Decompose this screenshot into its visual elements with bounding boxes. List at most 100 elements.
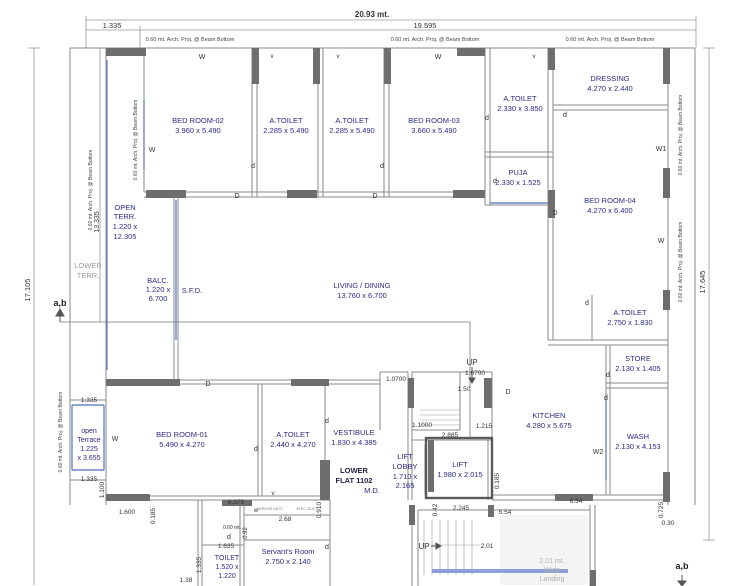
beam-note-8: 0.60 mt. Arch. Proj. @ Beam Bottom [58, 392, 64, 473]
dim-1-335c: 1.335 [196, 556, 203, 573]
tag-dsm-4: d [563, 112, 567, 119]
puja-size: 2.330 x 1.525 [495, 178, 540, 187]
tag-v-1: v [271, 54, 274, 60]
lower-terr-name1: LOWER [74, 261, 102, 270]
tag-v-2: v [337, 54, 340, 60]
landing-area [500, 515, 588, 585]
bedroom01-size: 5.490 x 4.270 [159, 440, 204, 449]
elec-duct-label: ELEC. DUCT [297, 507, 319, 511]
dim-6-375: 6.375 [228, 499, 245, 506]
stair-treads [420, 409, 504, 575]
tag-w2: W2 [593, 449, 604, 456]
dim-0-30: 0.30 [662, 520, 675, 527]
tag-dsm-8: d [604, 395, 608, 402]
dim-6-34: 6.34 [570, 498, 583, 505]
lift-lobby-size1: 1.710 x [393, 472, 418, 481]
tag-w-1: W [199, 54, 206, 61]
vestibule-size: 1.830 x 4.385 [331, 438, 376, 447]
dim-5-54: 5.54 [499, 509, 512, 516]
room-labels: BED ROOM-02 3.960 x 5.490 A.TOILET 2.285… [74, 74, 660, 583]
section-mark-ab-2: a,b [675, 561, 689, 571]
tag-dsm-5: d [493, 178, 497, 185]
dim-1-1000: 1.1000 [412, 422, 432, 429]
toilet-size: 1.520 x [216, 564, 239, 571]
open-terrace-size1: 1.225 [80, 446, 98, 453]
store-size: 2.130 x 1.405 [615, 364, 660, 373]
toilet-name: TOILET [215, 555, 240, 562]
sfd-label: S.F.D. [182, 286, 202, 295]
tag-dsm-6: d [585, 300, 589, 307]
open-terr-name1: OPEN [114, 203, 135, 212]
right-height-label: 17.645 [698, 271, 707, 294]
tag-w1: W1 [656, 146, 667, 153]
beam-note-2: 0.60 mt. Arch. Proj. @ Beam Bottom [391, 37, 480, 43]
beam-note-1: 0.60 mt. Arch. Proj. @ Beam Bottom [146, 37, 235, 43]
living-size: 13.760 x 6.700 [337, 291, 387, 300]
section-mark-ab-1: a,b [53, 298, 67, 308]
open-terr-size1: 1.220 x [113, 222, 138, 231]
beam-note-7: 0.60 mt. Arch. Proj. @ Beam Bottom [678, 222, 684, 303]
dim-0-42: 0.42 [432, 503, 439, 516]
open-terr-size2: 12.305 [114, 232, 137, 241]
balc-size1: 1.220 x [146, 285, 171, 294]
dim-1-215: 1.215 [476, 423, 493, 430]
atoilet5-name: A.TOILET [276, 430, 310, 439]
dim-0-60a: 0.60 mt. [223, 525, 241, 531]
windows [71, 60, 607, 480]
lift-lobby-size2: 2.165 [396, 481, 415, 490]
dim-1-100: 1.100 [99, 481, 106, 498]
puja-name: PUJA [508, 168, 527, 177]
tag-dsm-12: d [325, 544, 329, 551]
balc-size2: 6.700 [149, 294, 168, 303]
dim-1-50: 1.50 [458, 386, 471, 393]
balc-name: BALC. [147, 276, 169, 285]
atoilet2-size: 2.285 x 5.490 [329, 126, 374, 135]
wash-size: 2.130 x 4.153 [615, 442, 660, 451]
lift-lobby-name1: LIFT [397, 452, 413, 461]
bedroom02-name: BED ROOM-02 [172, 116, 224, 125]
tag-d-5: D [505, 389, 510, 396]
open-terr-name2: TERR. [114, 212, 137, 221]
partition-lines [69, 47, 696, 586]
landing-line2: Wide [544, 567, 560, 574]
dimension-labels: 1.335 1.335 1.100 1.600 0.185 6.375 2.68… [81, 370, 675, 584]
tag-d-2: D [372, 193, 377, 200]
dim-0-92: 0.92 [243, 527, 249, 539]
service-duct-label: SERVICE DUCT [257, 507, 284, 511]
atoilet1-name: A.TOILET [269, 116, 303, 125]
overall-width-label: 20.93 mt. [355, 10, 389, 19]
bedroom01-name: BED ROOM-01 [156, 430, 208, 439]
inner-height-label: 13.335 [94, 211, 101, 233]
wash-name: WASH [627, 432, 649, 441]
bedroom04-size: 4.270 x 6.400 [587, 206, 632, 215]
dim-2-68: 2.68 [279, 516, 292, 523]
lower-flat-md: M.D. [364, 486, 380, 495]
vestibule-name: VESTIBULE [333, 428, 374, 437]
lower-terr-name2: TERR. [77, 271, 100, 280]
dim-1-38: 1.38 [180, 577, 193, 584]
dim-0-910: 0.910 [316, 501, 323, 518]
dim-1-0700b: 1.0700 [465, 370, 485, 377]
servants-size: 2.750 x 2.140 [265, 557, 310, 566]
dim-1-335a: 1.335 [81, 397, 98, 404]
overall-dimension-lines [28, 16, 715, 585]
living-name: LIVING / DINING [333, 281, 390, 290]
atoilet4-size: 2.750 x 1.830 [607, 318, 652, 327]
landing-window [432, 569, 568, 573]
opening-tags: W W W W W W1 W2 D D D D D d d d d d d d … [53, 54, 689, 571]
lower-flat-name2: FLAT 1102 [336, 476, 373, 485]
columns [106, 48, 670, 586]
beam-note-5: 0.60 mt. Arch. Proj. @ Beam Bottom [88, 150, 94, 231]
dim-0-185b: 0.185 [494, 472, 501, 489]
tag-up-1: UP [466, 358, 477, 367]
tag-dsm-2: d [380, 163, 384, 170]
lift-size: 1.980 x 2.015 [437, 470, 482, 479]
tag-dsm-3: d [485, 115, 489, 122]
dim-1-0700a: 1.0700 [386, 376, 406, 383]
atoilet3-name: A.TOILET [503, 94, 537, 103]
bedroom03-name: BED ROOM-03 [408, 116, 460, 125]
tag-dsm-1: d [251, 163, 255, 170]
dim-0-185a: 0.185 [150, 507, 157, 524]
open-terrace-name1: open [81, 428, 97, 435]
kitchen-size: 4.280 x 5.675 [526, 421, 571, 430]
